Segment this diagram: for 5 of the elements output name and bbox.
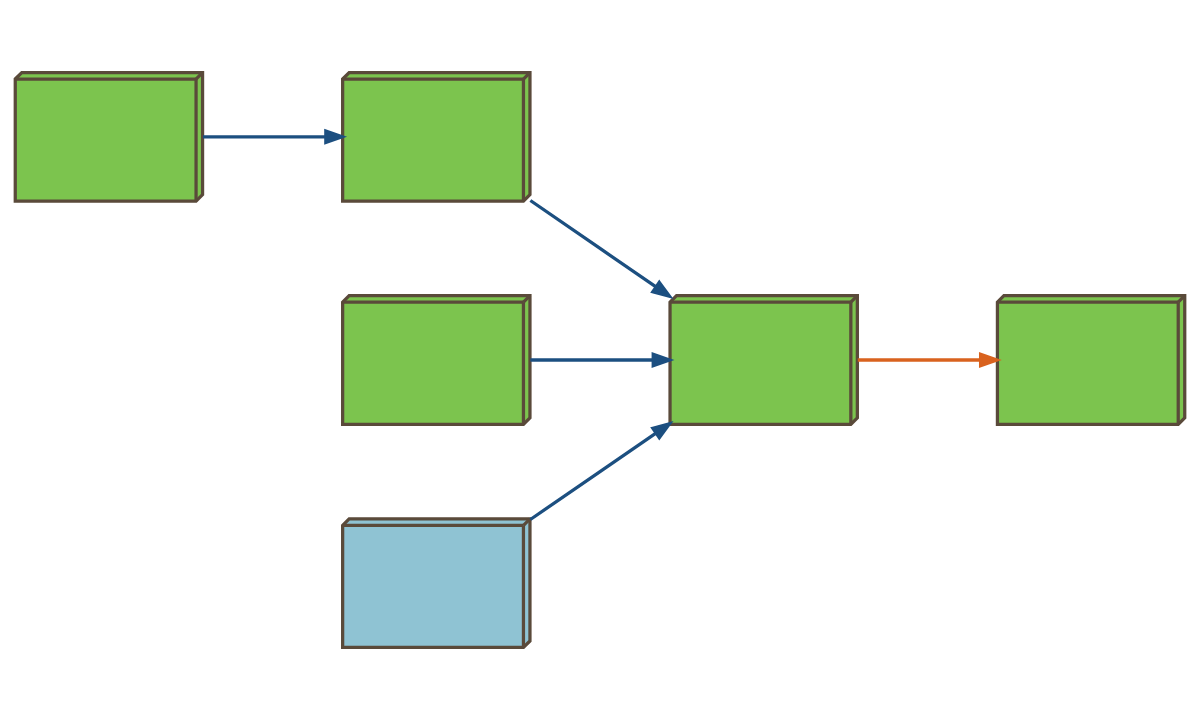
arrow [529,420,674,521]
arrow [529,199,674,300]
arrow [203,128,348,145]
arrow [857,352,1002,368]
arrow [530,352,675,368]
